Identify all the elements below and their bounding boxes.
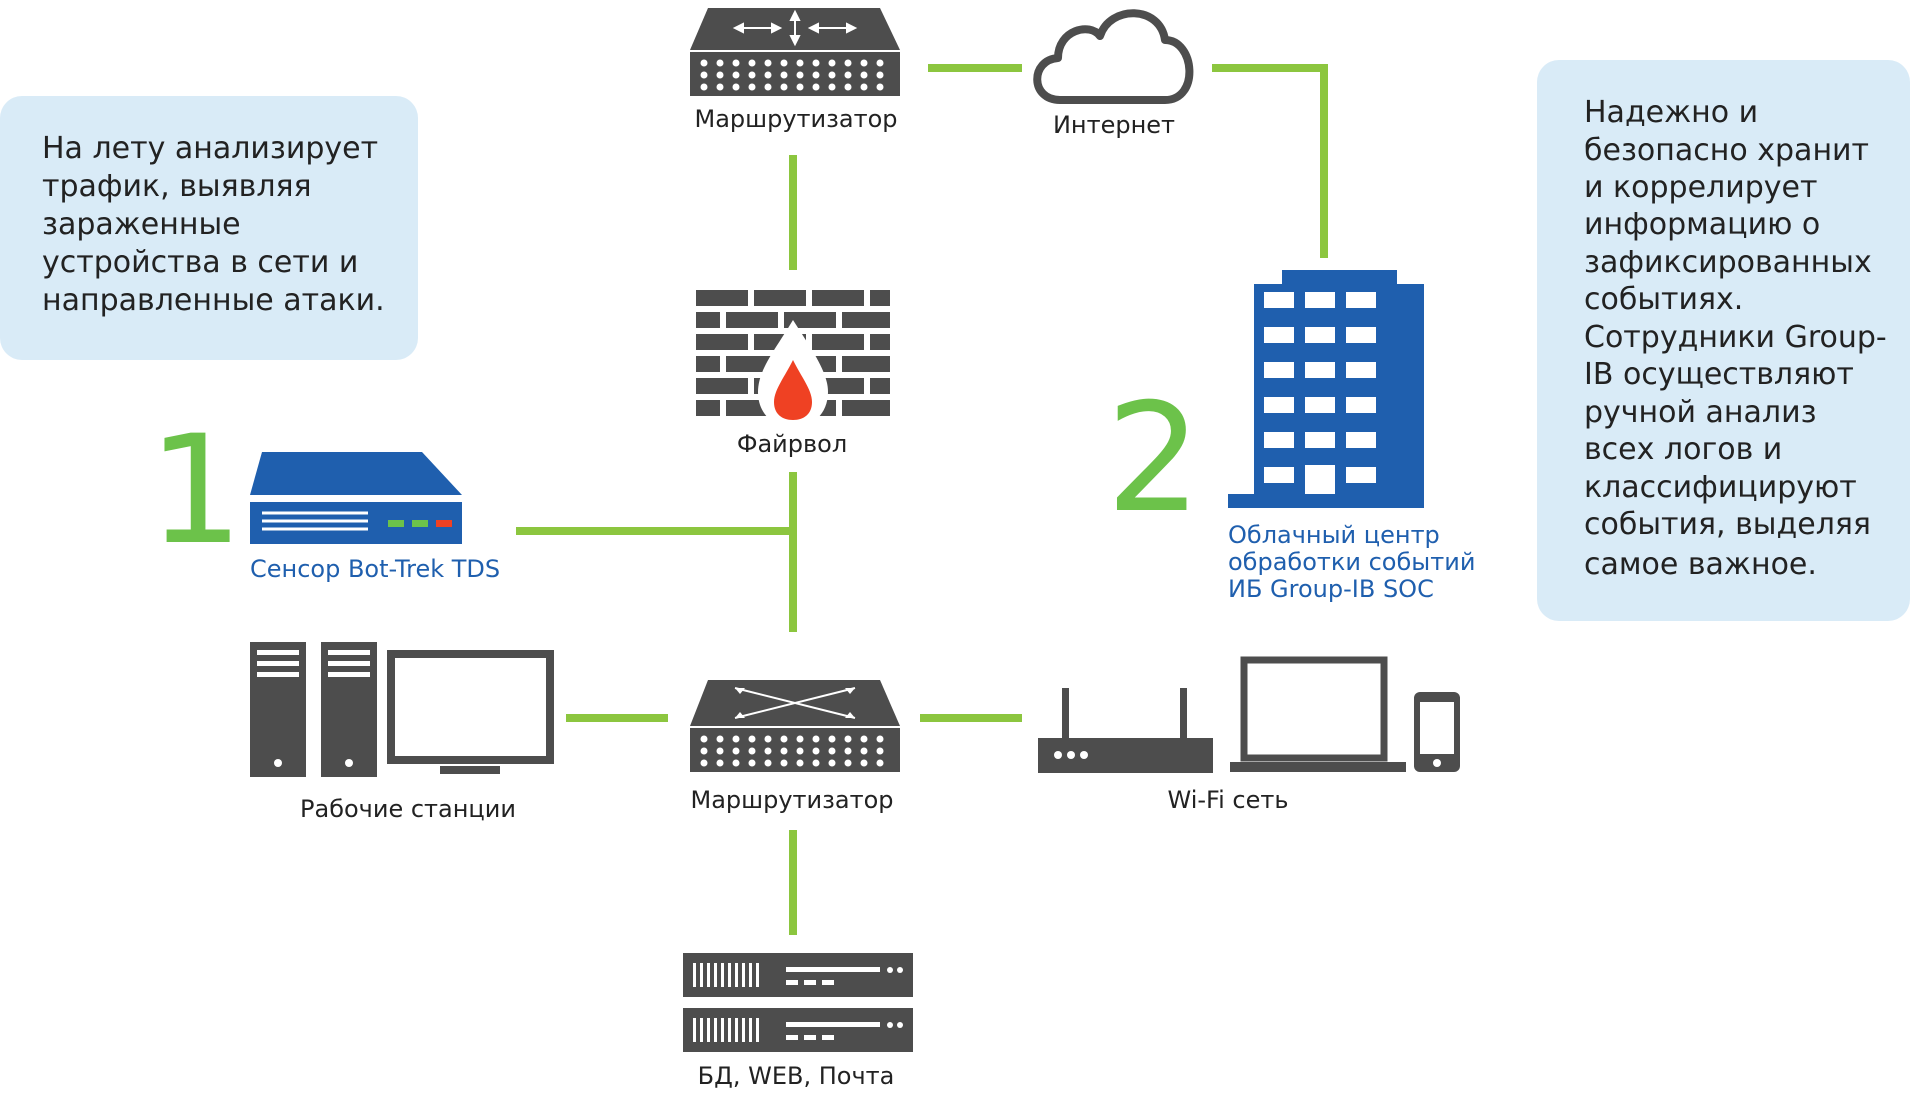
note-left-line: направленные атаки.	[42, 283, 385, 318]
note-right-line: безопасно хранит	[1584, 133, 1869, 168]
servers-icon	[683, 953, 913, 1052]
wifi-router-icon	[1038, 688, 1213, 773]
flame-icon	[758, 320, 828, 428]
step-number-one: 1	[148, 404, 243, 578]
note-right-line: информацию о	[1584, 207, 1820, 242]
note-right-line: зафиксированных	[1584, 245, 1872, 280]
connection-lines	[516, 64, 1328, 935]
note-left-line: трафик, выявляя	[42, 169, 312, 204]
laptop-icon	[1230, 656, 1406, 772]
note-left-line: зараженные	[42, 207, 241, 242]
router-bottom-icon	[690, 680, 900, 772]
note-right-line: классифицируют	[1584, 470, 1857, 505]
phone-icon	[1414, 692, 1460, 772]
soc-label-line: ИБ Group-IB SOC	[1228, 575, 1434, 603]
note-left-line: На лету анализирует	[42, 131, 378, 166]
note-left: На лету анализирует трафик, выявляя зара…	[0, 96, 418, 360]
wifi-label: Wi-Fi сеть	[1168, 786, 1289, 814]
note-right-line: и коррелирует	[1584, 170, 1817, 205]
internet-label: Интернет	[1053, 111, 1175, 139]
step-number-two: 2	[1106, 372, 1201, 546]
sensor-icon	[250, 452, 462, 544]
note-right-line: события, выделяя	[1584, 507, 1871, 542]
note-left-line: устройства в сети и	[42, 245, 358, 280]
note-right-line: Сотрудники Group-	[1584, 320, 1887, 355]
note-right-line: событиях.	[1584, 282, 1743, 317]
soc-label-line: обработки событий	[1228, 548, 1475, 576]
note-right-line: ручной анализ	[1584, 395, 1817, 430]
note-right-line: самое важное.	[1584, 547, 1817, 582]
note-right-box	[1537, 60, 1910, 621]
cloud-icon	[1033, 9, 1194, 104]
router-top-label: Маршрутизатор	[695, 105, 898, 133]
router-top-icon	[690, 8, 900, 96]
sensor-label: Сенсор Bot-Trek TDS	[250, 555, 500, 583]
note-right-line: Надежно и	[1584, 95, 1758, 130]
firewall-label: Файрвол	[737, 430, 847, 458]
link-internet-soc	[1212, 64, 1328, 258]
note-right-line: всех логов и	[1584, 432, 1782, 467]
note-left-box	[0, 96, 418, 360]
soc-label-line: Облачный центр	[1228, 521, 1440, 549]
workstations-label: Рабочие станции	[300, 795, 516, 823]
note-right-line: IB осуществляют	[1584, 357, 1854, 392]
workstations-icon	[250, 642, 554, 777]
servers-label: БД, WEB, Почта	[698, 1062, 895, 1090]
building-icon	[1228, 270, 1424, 508]
router-bottom-label: Маршрутизатор	[691, 786, 894, 814]
note-right: Надежно и безопасно хранит и коррелирует…	[1537, 60, 1910, 621]
